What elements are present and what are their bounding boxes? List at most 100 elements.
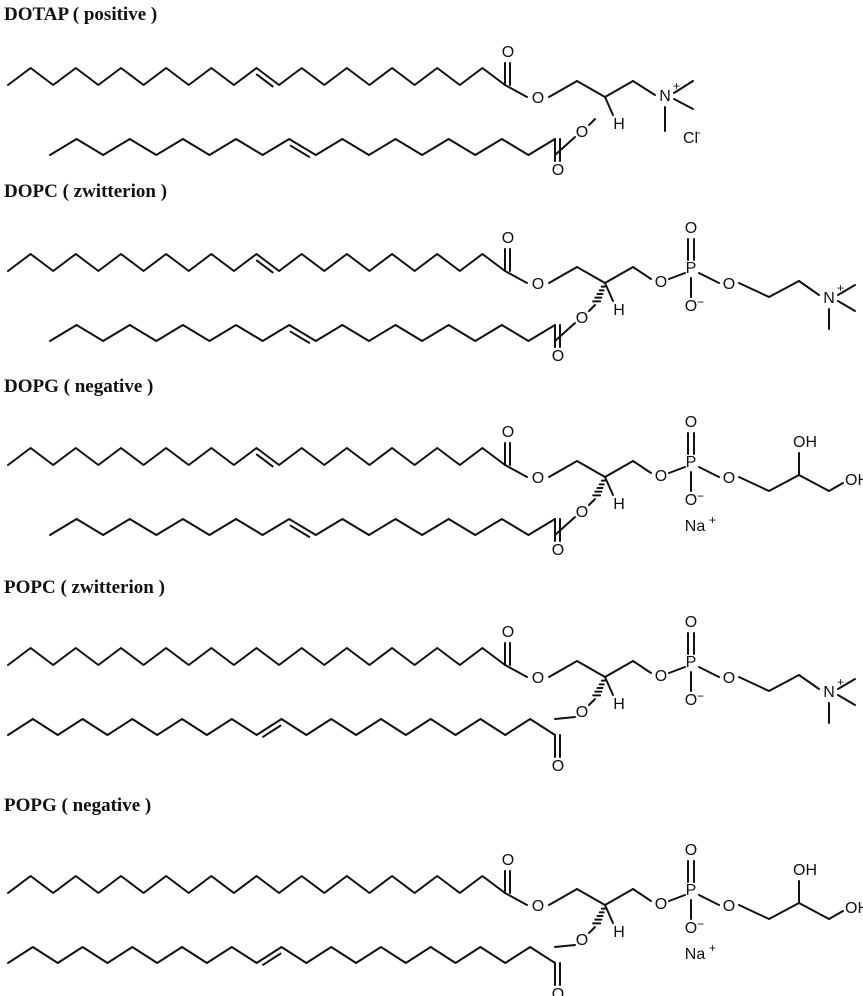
h-bond xyxy=(604,904,614,924)
ester-oxygen-1: O xyxy=(532,898,544,915)
nitrogen-label: N xyxy=(823,684,835,701)
hydroxyl-label-1: OH xyxy=(793,862,817,879)
double-bond xyxy=(289,144,311,158)
ester-bond-2 xyxy=(588,498,596,506)
hydrogen-label: H xyxy=(613,302,625,319)
hydrogen-label: H xyxy=(613,116,625,133)
ester-oxygen-2: O xyxy=(576,310,588,327)
carbonyl-oxygen-2: O xyxy=(552,542,564,559)
ester-bond-1 xyxy=(504,464,528,478)
upper-acyl-chain xyxy=(7,67,506,86)
n-bond xyxy=(632,80,656,96)
po-bond xyxy=(668,466,686,474)
phosphorus-label: P xyxy=(686,454,697,471)
phosphate-oxygen-left: O xyxy=(655,274,667,291)
glycerol-bond xyxy=(576,888,606,906)
ester-bond-3 xyxy=(554,136,576,156)
phosphorus-label: P xyxy=(686,654,697,671)
methyl-bond xyxy=(837,300,856,312)
lower-acyl-chain xyxy=(7,718,556,736)
phosphorus-label: P xyxy=(686,882,697,899)
glycerol-bond xyxy=(548,660,578,678)
ester-bond-3 xyxy=(554,716,576,720)
ester-bond-2 xyxy=(588,118,596,126)
ester-bond-2 xyxy=(588,926,596,934)
po-bond xyxy=(632,888,652,902)
phosphate-oxygen-top: O xyxy=(685,220,697,237)
lower-acyl-chain xyxy=(49,138,556,156)
h-bond xyxy=(604,476,614,496)
double-bond xyxy=(262,952,282,966)
nitrogen-label: N xyxy=(823,290,835,307)
po-bond xyxy=(632,660,652,674)
po-bond xyxy=(632,266,652,280)
dopg-title: DOPG ( negative ) xyxy=(4,376,154,397)
carbonyl-oxygen-1: O xyxy=(502,230,514,247)
phosphate-oxygen-top: O xyxy=(685,614,697,631)
ester-oxygen-1: O xyxy=(532,470,544,487)
phosphate-oxygen-right: O xyxy=(723,898,735,915)
h-bond xyxy=(604,96,614,116)
counterion-label: Cl xyxy=(683,130,698,147)
hydroxyl-label-2: OH xyxy=(845,472,863,489)
po-bond xyxy=(668,272,686,280)
phosphate-oxygen-top: O xyxy=(685,842,697,859)
hydroxyl-label-2: OH xyxy=(845,900,863,917)
oxygen-charge: − xyxy=(697,489,704,503)
phosphorus-label: P xyxy=(686,260,697,277)
glycerol-bond xyxy=(548,460,578,478)
upper-acyl-chain xyxy=(7,447,506,466)
ester-bond-1 xyxy=(504,892,528,906)
hydrogen-label: H xyxy=(613,696,625,713)
nitrogen-charge: + xyxy=(837,675,844,689)
glycerol-bond xyxy=(548,80,578,98)
glycerol-bond xyxy=(604,266,634,284)
hydrogen-label: H xyxy=(613,924,625,941)
po-bond xyxy=(698,466,720,478)
glycerol-head-chain xyxy=(738,902,830,920)
glycerol-bond xyxy=(576,80,606,98)
glycerol-bond xyxy=(604,888,634,906)
counterion-charge: + xyxy=(709,513,716,527)
nitrogen-charge: + xyxy=(673,79,680,93)
phosphate-oxygen-bottom: O xyxy=(685,298,697,315)
carbonyl-oxygen-2: O xyxy=(552,758,564,775)
counterion-label: Na xyxy=(685,518,706,535)
ester-bond-1 xyxy=(504,664,528,678)
phosphate-oxygen-right: O xyxy=(723,276,735,293)
ester-oxygen-2: O xyxy=(576,704,588,721)
ester-oxygen-2: O xyxy=(576,124,588,141)
glycerol-bond xyxy=(604,660,634,678)
upper-acyl-chain xyxy=(7,647,506,666)
glycerol-bond xyxy=(604,460,634,478)
po-bond xyxy=(698,272,720,284)
oxygen-charge: − xyxy=(697,295,704,309)
ester-oxygen-1: O xyxy=(532,670,544,687)
methyl-bond xyxy=(673,80,694,94)
phosphate-oxygen-left: O xyxy=(655,468,667,485)
lower-acyl-chain xyxy=(49,324,556,342)
oxygen-charge: − xyxy=(697,917,704,931)
methyl-bond xyxy=(673,98,694,110)
po-bond xyxy=(698,894,720,906)
ester-oxygen-2: O xyxy=(576,504,588,521)
oh-bond xyxy=(828,910,844,920)
phosphate-oxygen-bottom: O xyxy=(685,692,697,709)
glycerol-bond xyxy=(576,660,606,678)
choline-chain xyxy=(738,280,800,298)
oxygen-charge: − xyxy=(697,689,704,703)
glycerol-bond xyxy=(548,266,578,284)
phosphate-oxygen-right: O xyxy=(723,470,735,487)
glycerol-bond xyxy=(548,888,578,906)
methyl-bond xyxy=(837,284,856,296)
h-bond xyxy=(604,282,614,302)
carbonyl-oxygen-2: O xyxy=(552,162,564,179)
carbonyl-oxygen-2: O xyxy=(552,348,564,365)
